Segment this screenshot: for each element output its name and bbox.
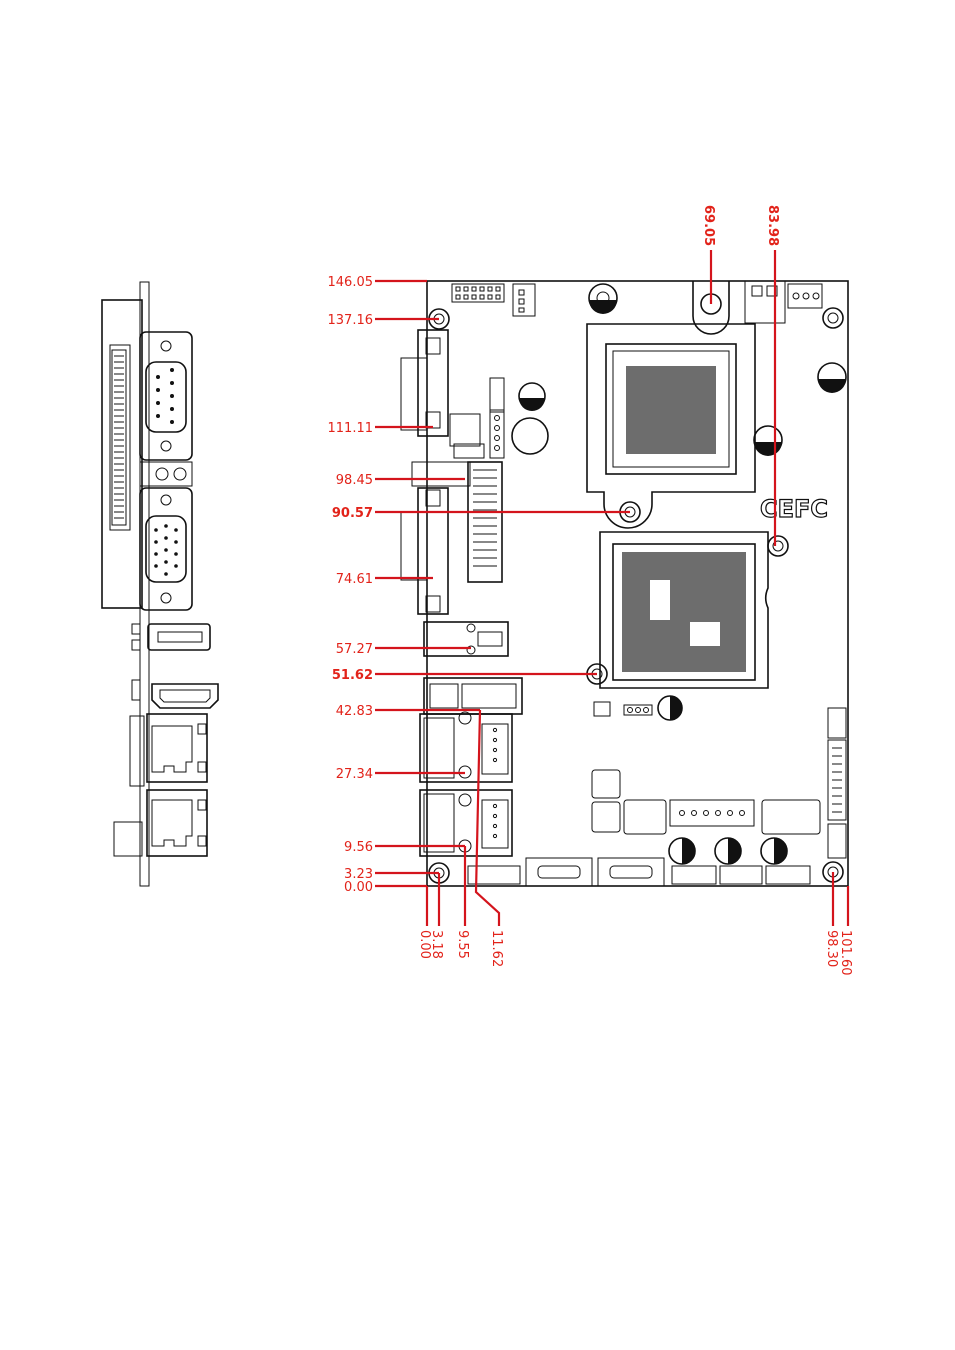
dim-label-9-56: 9.56 [344, 840, 373, 855]
dim-label-83-98: 83.98 [765, 205, 780, 246]
lower-connectors [468, 770, 820, 886]
cpu-cooler [587, 324, 755, 528]
side-serial-port [140, 332, 192, 460]
dim-label-51-62: 51.62 [332, 668, 373, 683]
dim-label-42-83: 42.83 [336, 704, 373, 719]
dim-label-111-11: 111.11 [328, 421, 374, 436]
dim-label-27-34: 27.34 [336, 767, 373, 782]
board-top-view: CEFC [401, 281, 848, 886]
dim-label-69-05: 69.05 [701, 205, 716, 246]
dim-label-98-45: 98.45 [336, 473, 373, 488]
side-pin-header [112, 350, 126, 525]
dim-label-57-27: 57.27 [336, 642, 373, 657]
dim-label-x-101-60: 101.60 [838, 930, 853, 976]
chipset [587, 532, 788, 688]
dim-label-x-11-62: 11.62 [489, 930, 504, 967]
side-view [102, 282, 218, 886]
dim-label-137-16: 137.16 [328, 313, 374, 328]
lan-connector-1 [420, 712, 512, 782]
mounting-hole-top-right [823, 308, 843, 328]
side-hdmi-port [132, 680, 218, 708]
left-connectors [401, 330, 548, 714]
side-lan-port-1 [130, 714, 207, 786]
ce-fc-marking: CEFC [760, 495, 828, 523]
dim-label-x-9-55: 9.55 [455, 930, 470, 959]
dim-label-x-98-30: 98.30 [824, 930, 839, 967]
dim-label-90-57: 90.57 [332, 506, 373, 521]
side-vga-port [140, 488, 192, 610]
dim-label-0-00: 0.00 [344, 880, 373, 895]
side-lan-port-2 [114, 790, 207, 856]
dimension-lines [375, 250, 848, 926]
side-usb-port [132, 624, 210, 650]
top-pin-header [452, 284, 504, 302]
dim-label-74-61: 74.61 [336, 572, 373, 587]
dim-label-146-05: 146.05 [328, 275, 374, 290]
dim-label-x-3-18: 3.18 [429, 930, 444, 959]
